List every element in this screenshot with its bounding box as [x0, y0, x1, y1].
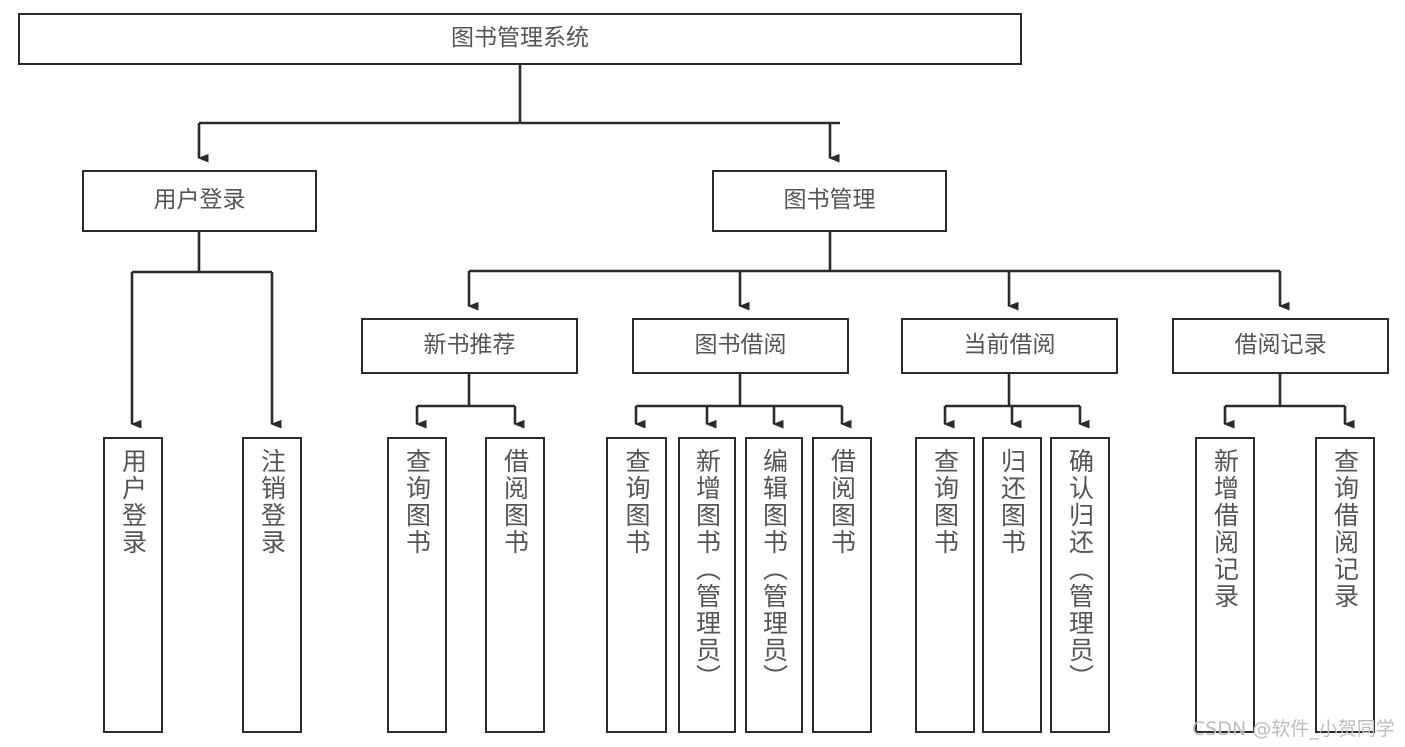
- node-leaf-9-label: 归还图书: [997, 448, 1027, 556]
- node-level3-2[interactable]: 当前借阅: [901, 318, 1118, 374]
- node-root[interactable]: 图书管理系统: [18, 13, 1022, 65]
- node-root-label: 图书管理系统: [451, 25, 589, 52]
- node-leaf-3[interactable]: 借阅图书: [485, 437, 545, 733]
- node-leaf-4[interactable]: 查询图书: [606, 437, 667, 733]
- node-leaf-11-label: 新增借阅记录: [1210, 448, 1240, 610]
- node-level3-2-label: 当前借阅: [963, 332, 1056, 359]
- node-level2-0[interactable]: 用户登录: [82, 170, 317, 232]
- node-leaf-2-label: 查询图书: [402, 448, 432, 556]
- node-level3-0[interactable]: 新书推荐: [361, 318, 578, 374]
- node-leaf-0[interactable]: 用户登录: [103, 437, 163, 733]
- node-leaf-6[interactable]: 编辑图书（管理员）: [745, 437, 803, 733]
- node-leaf-3-label: 借阅图书: [500, 448, 530, 556]
- node-level2-0-label: 用户登录: [153, 187, 246, 214]
- node-leaf-2[interactable]: 查询图书: [387, 437, 447, 733]
- node-leaf-7-label: 借阅图书: [827, 448, 857, 556]
- node-level2-1[interactable]: 图书管理: [712, 170, 947, 232]
- node-level3-1[interactable]: 图书借阅: [632, 318, 849, 374]
- node-level2-1-label: 图书管理: [783, 187, 876, 214]
- node-leaf-1[interactable]: 注销登录: [242, 437, 302, 733]
- node-leaf-8-label: 查询图书: [930, 448, 960, 556]
- node-leaf-9[interactable]: 归还图书: [982, 437, 1042, 733]
- node-leaf-10[interactable]: 确认归还（管理员）: [1050, 437, 1110, 733]
- node-leaf-12[interactable]: 查询借阅记录: [1315, 437, 1375, 733]
- node-leaf-6-label: 编辑图书（管理员）: [759, 448, 789, 691]
- node-leaf-1-label: 注销登录: [257, 448, 287, 556]
- node-leaf-12-label: 查询借阅记录: [1330, 448, 1360, 610]
- node-leaf-0-label: 用户登录: [118, 448, 148, 556]
- node-leaf-10-label: 确认归还（管理员）: [1065, 448, 1095, 691]
- node-leaf-8[interactable]: 查询图书: [915, 437, 975, 733]
- node-level3-3-label: 借阅记录: [1234, 332, 1327, 359]
- node-leaf-11[interactable]: 新增借阅记录: [1195, 437, 1255, 733]
- node-level3-3[interactable]: 借阅记录: [1172, 318, 1389, 374]
- node-level3-1-label: 图书借阅: [694, 332, 787, 359]
- node-leaf-5-label: 新增图书（管理员）: [692, 448, 722, 691]
- node-leaf-5[interactable]: 新增图书（管理员）: [678, 437, 736, 733]
- csdn-watermark: CSDN @软件_小贺同学: [1192, 718, 1395, 740]
- node-leaf-4-label: 查询图书: [622, 448, 651, 556]
- node-leaf-7[interactable]: 借阅图书: [812, 437, 872, 733]
- node-level3-0-label: 新书推荐: [423, 332, 516, 359]
